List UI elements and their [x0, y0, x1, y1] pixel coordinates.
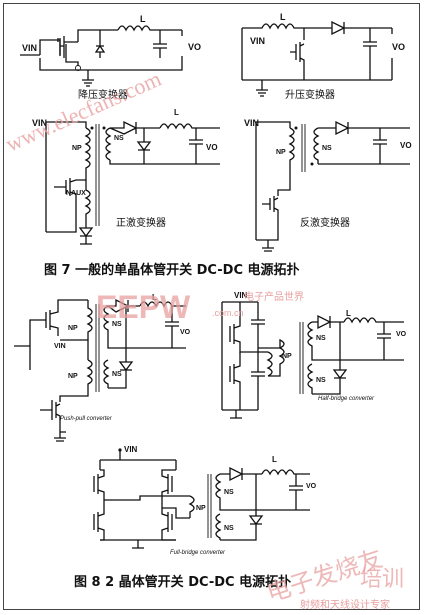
pushpull-converter: VIN NP NP NS NS L VO Push-pull converter — [14, 293, 191, 442]
buck-vin-label: VIN — [22, 43, 37, 53]
watermark-logo: EEPW — [96, 289, 191, 325]
pushpull-title: Push-pull converter — [60, 416, 113, 422]
fullbridge-vo-label: VO — [306, 483, 317, 490]
flyback-title: 反激变换器 — [300, 216, 350, 229]
boost-vo-label: VO — [392, 42, 405, 52]
boost-vin-label: VIN — [250, 36, 265, 46]
fullbridge-np-label: NP — [196, 505, 206, 512]
halfbridge-l-label: L — [346, 309, 351, 318]
fig7-caption: 图 7 一般的单晶体管开关 DC-DC 电源拓扑 — [44, 262, 300, 278]
halfbridge-ns2-label: NS — [316, 377, 326, 384]
pushpull-vin-label: VIN — [54, 343, 66, 350]
flyback-vin-label: VIN — [244, 118, 259, 128]
boost-l-label: L — [280, 12, 286, 22]
buck-title: 降压变换器 — [78, 88, 128, 101]
forward-np-label: NP — [72, 145, 82, 152]
fullbridge-converter: VIN NP NS NS L VO Full-bridge converter — [93, 445, 317, 556]
buck-vo-label: VO — [188, 42, 201, 52]
halfbridge-np-label: NP — [282, 353, 292, 360]
forward-converter: VIN NP NAUX NS L VO 正激变换器 — [32, 108, 220, 245]
pushpull-vo-label: VO — [180, 329, 191, 336]
halfbridge-converter: VIN NP NS NS L VO Half-bridge converter — [221, 291, 407, 419]
boost-converter: VIN L VO 升压变换器 — [241, 12, 405, 101]
flyback-np-label: NP — [276, 149, 286, 156]
pushpull-np1-label: NP — [68, 325, 78, 332]
forward-title: 正激变换器 — [116, 216, 166, 229]
watermark-logo-cn: 电子产品世界 — [244, 290, 304, 303]
halfbridge-vo-label: VO — [396, 331, 407, 338]
fullbridge-ns2-label: NS — [224, 525, 234, 532]
pushpull-np2-label: NP — [68, 373, 78, 380]
halfbridge-title: Half-bridge converter — [318, 396, 375, 402]
buck-l-label: L — [140, 14, 146, 24]
halfbridge-ns1-label: NS — [316, 335, 326, 342]
forward-ns-label: NS — [114, 135, 124, 142]
fullbridge-vin-label: VIN — [124, 445, 138, 454]
flyback-converter: VIN NP NS VO 反激变换器 — [244, 118, 412, 252]
buck-converter: VIN L VO 降压变换器 — [20, 14, 201, 101]
fig8-caption: 图 8 2 晶体管开关 DC-DC 电源拓扑 — [74, 574, 291, 590]
watermark-bottom-cn2: 培训 — [360, 567, 404, 592]
forward-l-label: L — [174, 108, 179, 117]
watermark-bottom-sub: 射频和天线设计专家 — [300, 598, 390, 611]
boost-title: 升压变换器 — [285, 88, 335, 101]
fullbridge-ns1-label: NS — [224, 489, 234, 496]
halfbridge-vin-label: VIN — [234, 291, 248, 300]
flyback-vo-label: VO — [400, 141, 412, 150]
fullbridge-l-label: L — [272, 455, 277, 464]
watermark-logo-sub: .com.cn — [212, 308, 244, 318]
pushpull-l-label: L — [152, 293, 157, 302]
pushpull-ns1-label: NS — [112, 321, 122, 328]
pushpull-ns2-label: NS — [112, 371, 122, 378]
forward-vin-label: VIN — [32, 118, 47, 128]
fullbridge-title: Full-bridge converter — [170, 550, 226, 556]
page-frame — [3, 3, 420, 610]
flyback-ns-label: NS — [322, 145, 332, 152]
forward-vo-label: VO — [206, 143, 218, 152]
